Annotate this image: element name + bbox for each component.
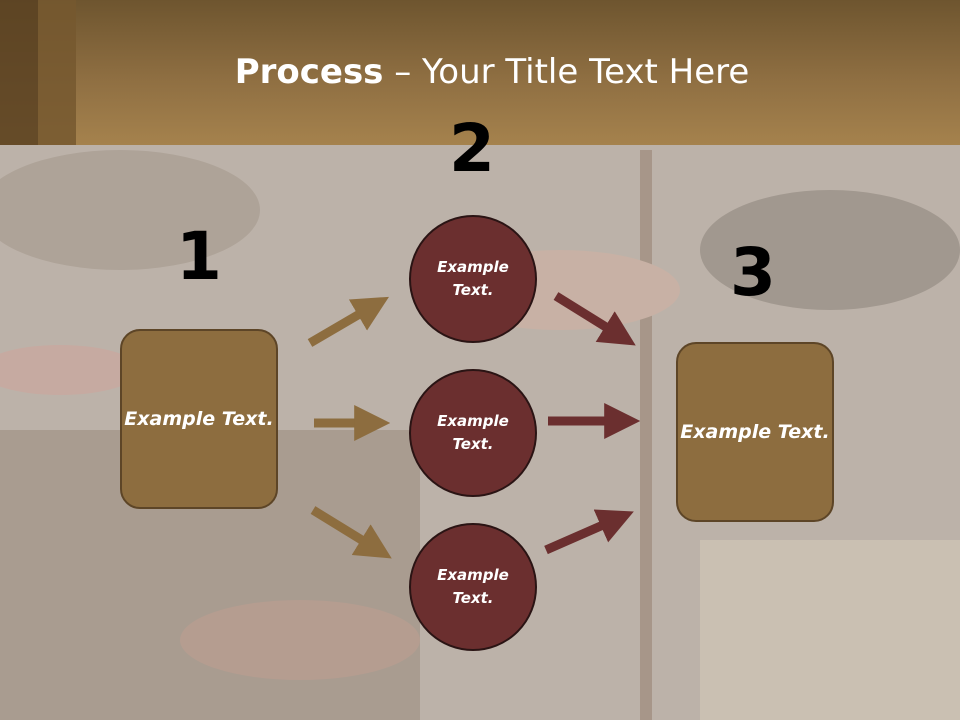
circle-middle-text: Example Text. [437,412,509,453]
circle-bottom-text: Example Text. [437,566,509,607]
header-stripe [38,0,76,145]
step-box-right-text: Example Text. [680,420,830,443]
step-box-right: Example Text. [676,342,834,522]
title-bold: Process [234,52,384,92]
arrow-to-circle-bottom [310,506,392,559]
step-number-1: 1 [176,218,222,295]
arrow-from-circle-bottom [544,509,634,555]
arrow-from-circle-top [553,292,636,346]
process-circle-bottom: Example Text. [409,523,537,651]
step-box-left: Example Text. [120,329,278,509]
process-circle-top: Example Text. [409,215,537,343]
process-circle-middle: Example Text. [409,369,537,497]
arrow-to-circle-top [307,296,389,347]
step-box-left-text: Example Text. [124,407,274,430]
circle-top-text: Example Text. [437,258,509,299]
slide-title: Process – Your Title Text Here [0,52,960,92]
header-bar [0,0,960,145]
title-rest: – Your Title Text Here [383,52,750,92]
header-stripe [0,0,38,145]
step-number-3: 3 [730,234,776,311]
step-number-2: 2 [449,110,495,187]
